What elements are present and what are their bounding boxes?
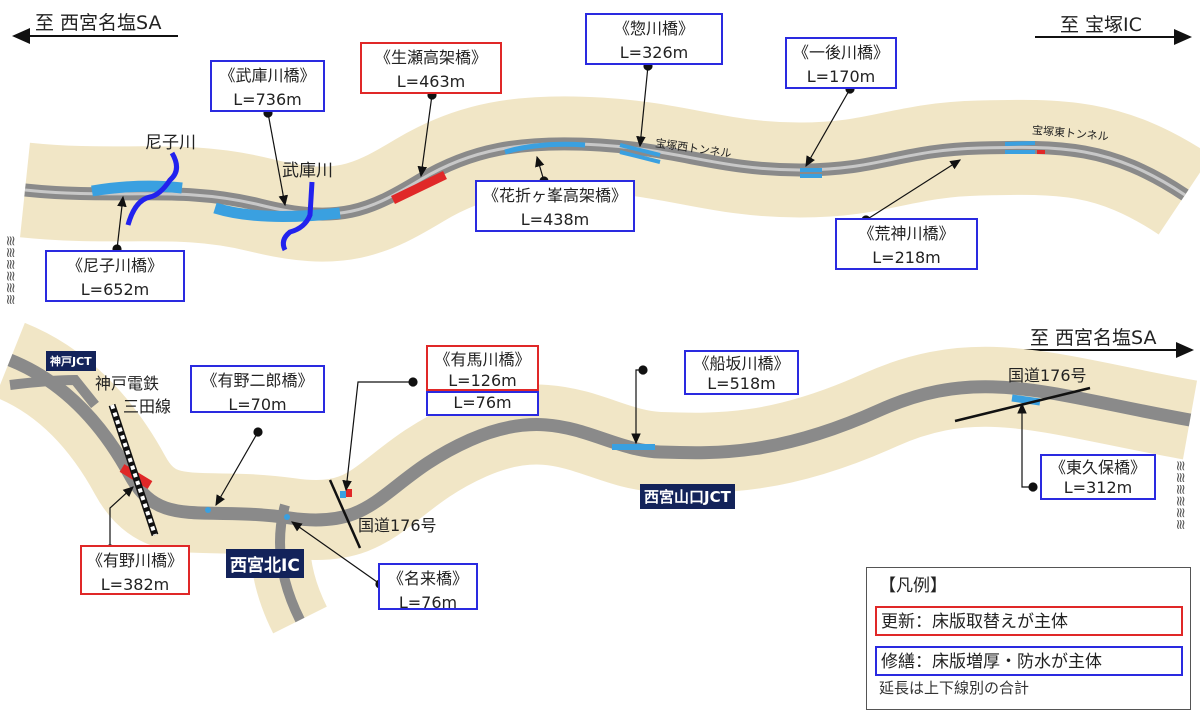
bridge-box-funasaka: 《船坂川橋》L=518m: [684, 350, 799, 395]
bridge-length: L=518m: [707, 374, 776, 393]
bridge-name: 《東久保橋》: [1049, 458, 1146, 477]
bridge-box-higashikubo: 《東久保橋》L=312m: [1040, 454, 1156, 500]
highlight-namaze: [391, 170, 447, 205]
highlight-amagasaki: [91, 180, 183, 197]
bridge-box-amagasaki: 《尼子川橋》 L=652m: [45, 250, 185, 302]
bridge-box-arino-jiro: 《有野二郎橋》 L=70m: [190, 365, 325, 414]
bridge-name: 《有野川橋》: [86, 551, 183, 570]
kobe-jct-badge: 神戸JCT: [46, 351, 96, 371]
legend-title: 【凡例】: [879, 576, 947, 596]
legend-renewal: 更新：床版取替えが主体: [875, 606, 1183, 636]
bridge-box-arimagawa-repair: L=76m: [426, 391, 539, 416]
bridge-length: L=736m: [233, 90, 302, 109]
bridge-name: 《名来橋》: [387, 569, 468, 588]
direction-left-top: 至 西宮名塩SA: [35, 12, 162, 34]
legend-repair: 修繕：床版増厚・防水が主体: [875, 646, 1183, 676]
bridge-box-sogawa: 《惣川橋》 L=326m: [585, 13, 723, 65]
highlight-mukogawa: [213, 202, 341, 223]
bridge-box-kojin: 《荒神川橋》 L=218m: [835, 218, 978, 270]
nishinomiya-kita-ic-badge: 西宮北IC: [226, 549, 304, 578]
bridge-box-mukogawa: 《武庫川橋》 L=736m: [210, 60, 325, 112]
bridge-length: L=326m: [619, 43, 689, 62]
railway-label-2: 三田線: [123, 397, 172, 416]
bridge-name: 《尼子川橋》: [66, 256, 163, 275]
bridge-box-ichigo: 《一後川橋》 L=170m: [785, 37, 897, 89]
bridge-length: L=312m: [1063, 478, 1133, 497]
river-label-mukogawa: 武庫川: [282, 161, 333, 181]
highlight-ichigo: [800, 168, 822, 178]
bridge-name: 《荒神川橋》: [858, 224, 955, 243]
direction-right-bottom: 至 西宮名塩SA: [1030, 327, 1157, 349]
bridge-name: 《惣川橋》: [613, 19, 694, 38]
railway-label-1: 神戸電鉄: [95, 374, 160, 393]
bridge-name: 《有馬川橋》: [434, 350, 531, 369]
route176-label-b: 国道176号: [1008, 366, 1087, 385]
bridge-length: L=382m: [100, 575, 170, 594]
river-mukogawa: [280, 181, 315, 252]
bridge-name: 《生瀬高架橋》: [374, 48, 487, 67]
bridge-box-arimagawa: 《有馬川橋》 L=126m: [426, 345, 539, 391]
bridge-box-hanaori: 《花折ヶ峯高架橋》 L=438m: [475, 180, 635, 232]
bridge-box-arinogawa: 《有野川橋》 L=382m: [80, 545, 190, 595]
bridge-name: 《有野二郎橋》: [201, 371, 314, 390]
svg-text:≋≋≋≋≋≋: ≋≋≋≋≋≋: [1172, 460, 1188, 530]
bridge-box-nagara: 《名来橋》 L=76m: [378, 563, 478, 612]
svg-text:≋≋≋≋≋≋: ≋≋≋≋≋≋: [2, 235, 18, 305]
bridge-name: 《船坂川橋》: [693, 354, 790, 373]
bridge-length: L=438m: [520, 210, 590, 229]
bridge-length: L=170m: [806, 67, 876, 86]
river-label-amagasaki: 尼子川: [145, 133, 196, 153]
bridge-name: 《花折ヶ峯高架橋》: [482, 186, 627, 205]
highlight-sogawa: [619, 143, 661, 164]
highlight-hanaori: [504, 141, 586, 155]
bridge-length: L=463m: [396, 72, 466, 91]
direction-right-top: 至 宝塚IC: [1060, 14, 1142, 36]
nishinomiya-yamaguchi-jct-badge: 西宮山口JCT: [640, 484, 735, 509]
bridge-length: L=218m: [872, 248, 941, 267]
route176-label-a: 国道176号: [358, 516, 437, 535]
bridge-length: L=76m: [398, 593, 458, 612]
bridge-length: L=652m: [80, 280, 150, 299]
bridge-name: 《武庫川橋》: [219, 66, 316, 85]
bridge-name: 《一後川橋》: [792, 43, 889, 62]
highlight-kojin: [1004, 141, 1036, 154]
bridge-box-namaze: 《生瀬高架橋》 L=463m: [360, 42, 502, 94]
bridge-length: L=126m: [448, 371, 517, 390]
bridge-length: L=76m: [453, 393, 512, 412]
bridge-length: L=70m: [228, 395, 287, 414]
legend: 【凡例】 更新：床版取替えが主体 修繕：床版増厚・防水が主体 延長は上下線別の合…: [866, 567, 1191, 710]
river-amagasaki: [125, 151, 179, 226]
legend-note: 延長は上下線別の合計: [879, 679, 1030, 697]
